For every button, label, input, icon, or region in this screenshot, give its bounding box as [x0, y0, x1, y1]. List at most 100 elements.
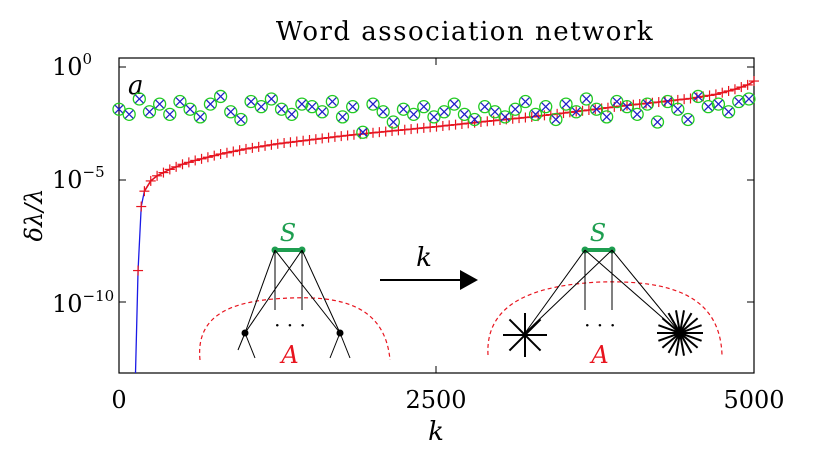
- circle-x-marker: [183, 102, 197, 116]
- arrow-label: k: [416, 243, 432, 273]
- svg-text:10−5: 10−5: [52, 163, 105, 194]
- plus-marker: [158, 167, 169, 178]
- plus-marker: [164, 164, 175, 175]
- circle-x-marker: [224, 105, 238, 119]
- plus-marker: [310, 134, 321, 145]
- circle-x-marker: [254, 100, 268, 114]
- plus-marker: [336, 131, 347, 142]
- plus-marker: [183, 157, 194, 168]
- circle-x-marker: [467, 112, 482, 127]
- axis-ticks: [118, 58, 755, 373]
- circle-x-marker: [122, 107, 136, 121]
- series-marker-layer: [112, 76, 759, 276]
- plus-marker: [634, 99, 645, 110]
- circle-x-marker: [417, 100, 431, 114]
- y-axis-label: δλ/λ: [20, 189, 48, 242]
- hub-node-small: [503, 313, 547, 357]
- circle-x-marker: [498, 110, 512, 124]
- plus-marker: [412, 123, 423, 134]
- plus-marker: [291, 136, 302, 147]
- plus-marker: [260, 140, 271, 151]
- circle-x-marker: [711, 97, 726, 111]
- circle-x-marker: [325, 94, 340, 109]
- plus-marker: [425, 122, 436, 133]
- plus-marker: [583, 104, 594, 115]
- circle-x-marker: [640, 97, 654, 111]
- plus-marker: [234, 145, 245, 156]
- inset-left-diagram: S · · · A: [199, 219, 391, 369]
- circle-x-marker: [213, 89, 228, 104]
- circle-x-marker: [579, 92, 594, 106]
- circle-x-marker: [660, 94, 675, 109]
- y-tick-exp: −10: [83, 287, 115, 305]
- circle-x-marker: [742, 92, 756, 106]
- plus-marker: [228, 146, 239, 157]
- plus-marker: [717, 87, 728, 98]
- plus-marker: [221, 147, 232, 158]
- circle-x-marker: [518, 94, 533, 109]
- circle-x-marker: [142, 105, 157, 119]
- hub-spoke: [508, 318, 542, 352]
- plus-marker: [215, 149, 226, 160]
- plus-marker: [342, 130, 353, 141]
- plus-marker: [247, 142, 258, 153]
- circle-x-marker: [447, 97, 461, 111]
- circle-x-marker: [173, 94, 187, 109]
- plus-marker: [266, 139, 277, 150]
- circle-x-marker: [569, 105, 583, 119]
- svg-text:10−10: 10−10: [52, 287, 114, 318]
- circle-x-marker: [356, 125, 370, 139]
- plus-marker: [545, 109, 556, 120]
- plus-marker: [393, 125, 404, 136]
- plus-marker: [704, 90, 715, 101]
- circle-x-marker: [539, 100, 553, 114]
- plus-marker: [482, 116, 493, 127]
- plus-marker: [450, 119, 461, 130]
- plus-marker: [133, 265, 144, 276]
- plus-marker: [298, 135, 309, 146]
- ellipsis-dots: · · ·: [584, 313, 616, 337]
- plus-marker: [279, 138, 290, 149]
- circle-x-marker: [406, 107, 421, 121]
- circle-x-marker: [620, 100, 634, 114]
- circle-x-marker: [681, 112, 695, 127]
- circle-x-marker: [295, 97, 309, 111]
- y-tick-exp: −5: [83, 163, 105, 181]
- inset-right-diagram: S · · · A: [487, 219, 723, 369]
- plus-marker: [399, 124, 410, 135]
- plus-marker: [374, 127, 385, 138]
- x-tick-label: 0: [111, 386, 126, 414]
- plus-marker: [710, 89, 721, 100]
- plus-marker: [679, 94, 690, 105]
- circle-x-marker: [701, 100, 715, 114]
- plus-marker: [139, 186, 150, 197]
- plus-marker: [729, 84, 740, 95]
- circle-x-marker: [315, 105, 329, 119]
- circle-x-marker: [559, 97, 573, 111]
- plus-marker: [253, 141, 264, 152]
- plus-marker: [196, 153, 207, 164]
- plus-marker: [590, 104, 601, 115]
- chart-title: Word association network: [276, 17, 654, 47]
- svg-text:100: 100: [52, 50, 92, 81]
- circle-x-marker: [630, 107, 644, 121]
- plus-marker: [202, 152, 213, 163]
- y-tick-label: 100: [52, 50, 92, 81]
- hub-node-large: [657, 310, 703, 356]
- plus-marker: [152, 170, 163, 181]
- circle-x-marker: [549, 112, 563, 127]
- circle-x-marker: [234, 112, 248, 127]
- circle-x-marker: [671, 102, 685, 116]
- circle-x-marker: [132, 92, 146, 106]
- plus-marker: [368, 127, 378, 138]
- x-axis-label: k: [428, 417, 444, 447]
- node: [241, 329, 249, 337]
- plus-marker: [736, 82, 747, 93]
- plus-marker: [241, 143, 251, 154]
- plus-marker: [514, 113, 525, 124]
- plus-marker: [136, 201, 147, 212]
- edges: [237, 249, 351, 359]
- hub-spoke: [658, 324, 702, 342]
- x-tick-label: 5000: [723, 386, 784, 414]
